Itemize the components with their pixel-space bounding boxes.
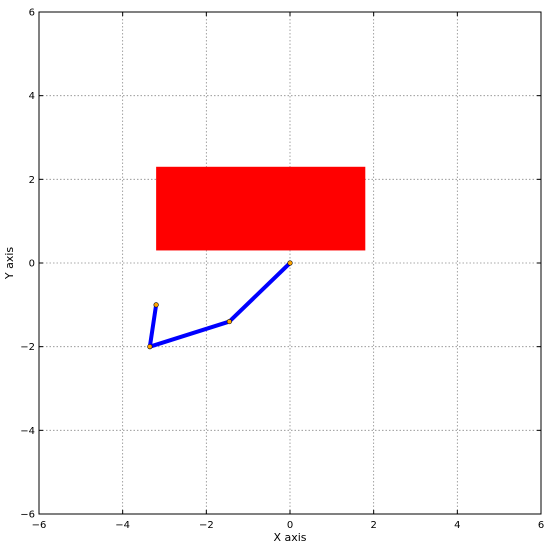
y-tick-label: −4 [20,426,35,437]
x-tick-label: 2 [370,520,376,531]
y-axis-label: Y axis [3,247,16,281]
x-ticks: −6 −4 −2 0 2 4 6 [32,12,544,531]
series-line-layer [147,261,292,349]
x-axis-label: X axis [273,531,306,544]
y-tick-label: 0 [29,259,35,270]
x-tick-label: 4 [454,520,460,531]
x-tick-label: 6 [538,520,544,531]
data-point-marker [153,302,159,308]
y-tick-label: −2 [20,342,35,353]
x-tick-label: −6 [32,520,47,531]
data-point-marker [226,318,232,325]
x-tick-label: −2 [199,520,214,531]
data-point-marker [287,260,293,266]
y-tick-label: −6 [20,510,35,521]
y-tick-label: 4 [29,91,35,102]
y-tick-label: 2 [29,175,35,186]
x-tick-label: 0 [287,520,293,531]
x-tick-label: −4 [115,520,130,531]
y-tick-label: 6 [29,8,35,19]
red-rectangle-layer [156,166,366,251]
data-point-marker [147,344,153,350]
red-rectangle [156,166,366,251]
series-line [147,261,292,349]
y-ticks: −6 −4 −2 0 2 4 6 [20,8,541,521]
series-marker-layer [147,260,293,350]
